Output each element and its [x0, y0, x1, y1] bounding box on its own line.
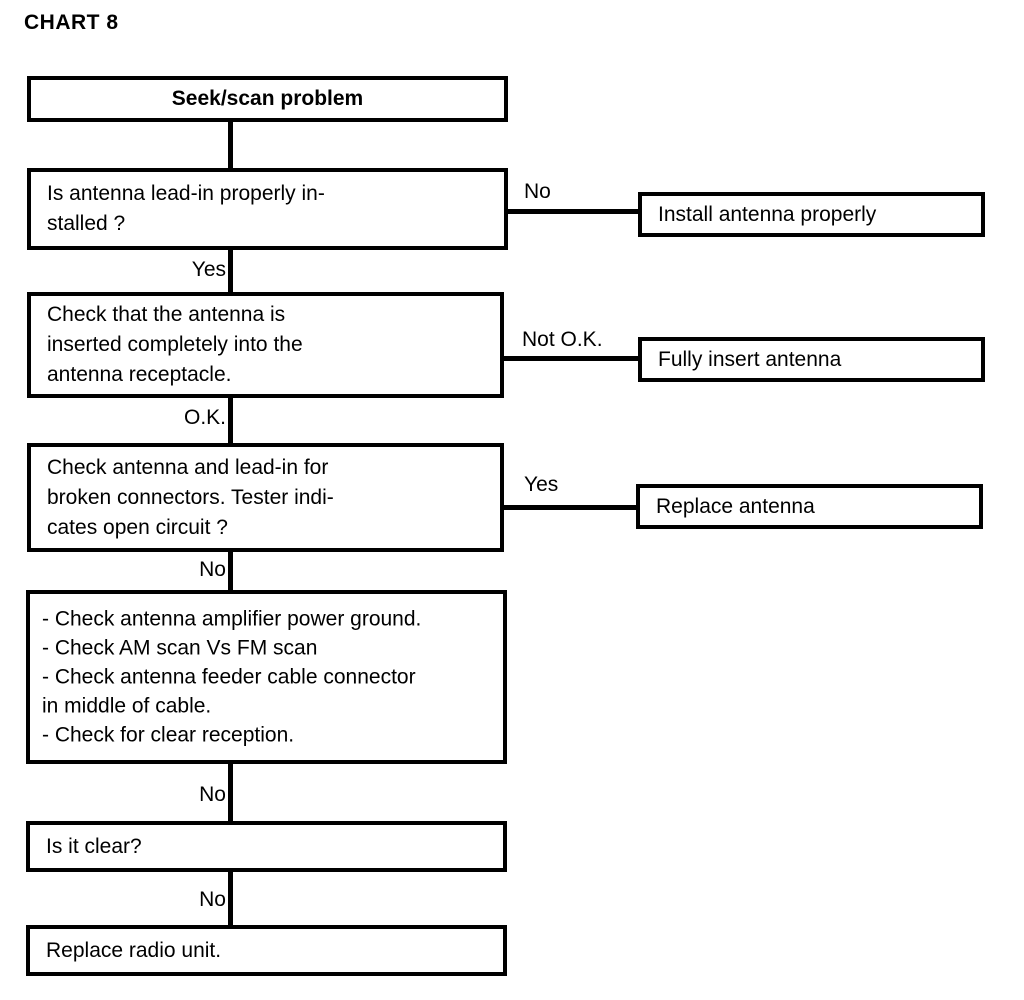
- edge-label-ok: O.K.: [183, 406, 226, 429]
- node-question-inserted-label: Check that the antenna is inserted compl…: [47, 303, 303, 386]
- node-replace-antenna-label: Replace antenna: [656, 494, 815, 518]
- edge-label-no-1: No: [524, 180, 551, 203]
- connector-q3-to-replaceantenna: [501, 505, 640, 510]
- node-start[interactable]: Seek/scan problem: [27, 76, 508, 122]
- connector-q1-to-q2: [228, 246, 233, 296]
- node-install-antenna[interactable]: Install antenna properly: [638, 192, 985, 237]
- node-install-antenna-label: Install antenna properly: [658, 202, 877, 226]
- connector-checks-to-q4: [228, 760, 233, 822]
- node-replace-radio[interactable]: Replace radio unit.: [26, 925, 507, 976]
- connector-start-to-q1: [228, 118, 233, 172]
- node-question-clear-label: Is it clear?: [46, 834, 142, 858]
- node-question-clear[interactable]: Is it clear?: [26, 821, 507, 872]
- connector-q2-to-fullyinsert: [501, 356, 642, 361]
- node-checks-list[interactable]: - Check antenna amplifier power ground. …: [26, 590, 507, 764]
- node-question-broken[interactable]: Check antenna and lead-in for broken con…: [27, 443, 504, 552]
- node-replace-antenna[interactable]: Replace antenna: [636, 484, 983, 529]
- node-fully-insert-antenna-label: Fully insert antenna: [658, 347, 842, 371]
- connector-q1-to-install: [505, 209, 642, 214]
- edge-label-yes-1: Yes: [191, 258, 226, 281]
- node-question-broken-label: Check antenna and lead-in for broken con…: [47, 455, 334, 539]
- node-question-leadin-label: Is antenna lead-in properly in- stalled …: [47, 182, 325, 235]
- node-question-inserted[interactable]: Check that the antenna is inserted compl…: [27, 292, 504, 398]
- node-replace-radio-label: Replace radio unit.: [46, 938, 222, 962]
- edge-label-no-2: No: [199, 558, 226, 581]
- node-checks-list-label: - Check antenna amplifier power ground. …: [42, 607, 422, 747]
- edge-label-no-3: No: [199, 783, 226, 806]
- edge-label-yes-2: Yes: [524, 473, 559, 496]
- edge-label-no-4: No: [199, 888, 226, 911]
- node-fully-insert-antenna[interactable]: Fully insert antenna: [638, 337, 985, 382]
- node-start-label: Seek/scan problem: [171, 87, 364, 110]
- page-title: CHART 8: [24, 11, 119, 34]
- connector-q3-to-checks: [228, 548, 233, 594]
- connector-q4-to-end: [228, 868, 233, 926]
- edge-label-not-ok: Not O.K.: [522, 328, 603, 351]
- connector-q2-to-q3: [228, 394, 233, 446]
- node-question-leadin[interactable]: Is antenna lead-in properly in- stalled …: [27, 168, 508, 250]
